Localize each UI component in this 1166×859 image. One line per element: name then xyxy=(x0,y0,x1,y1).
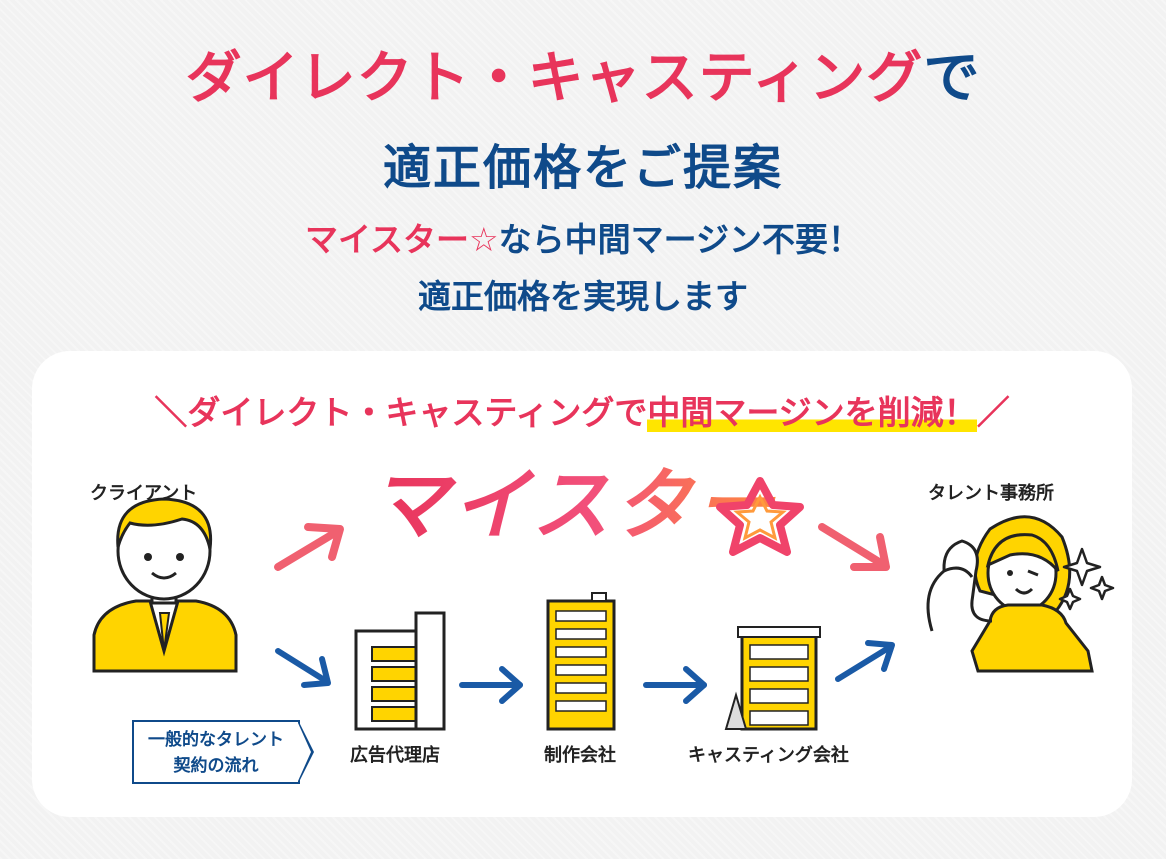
headline-title: ダイレクト・キャスティングで xyxy=(0,44,1166,114)
arrow-client-to-agency-icon xyxy=(275,648,331,688)
typical-flow-tag: 一般的なタレント 契約の流れ xyxy=(132,720,300,784)
ad-agency-building-icon xyxy=(354,611,446,731)
casting-company-building-icon xyxy=(724,626,821,731)
typical-flow-tag-line1: 一般的なタレント xyxy=(148,730,284,750)
production-company-building-icon xyxy=(546,592,616,731)
arrow-meister-to-talent-icon xyxy=(818,523,890,571)
diagram-art xyxy=(92,477,1115,731)
typical-flow-tag-arrow-inner xyxy=(298,723,311,781)
card-title-pre: ＼ダイレクト・キャスティングで xyxy=(154,393,648,432)
headline-title-pink: ダイレクト・キャスティング xyxy=(185,46,924,111)
casting-diagram-card: ＼ダイレクト・キャスティングで中間マージンを削減！／ クライアント タレント事務… xyxy=(32,351,1132,817)
arrow-production-to-casting-icon xyxy=(643,666,707,704)
talent-person-illustration xyxy=(926,515,1094,673)
typical-flow-tag-line2: 契約の流れ xyxy=(173,756,259,776)
arrow-agency-to-production-icon xyxy=(459,666,523,704)
headline-lead: マイスター☆なら中間マージン不要！ xyxy=(0,218,1166,262)
meister-logo: マイスター xyxy=(370,461,778,551)
arrow-casting-to-talent-icon xyxy=(835,640,895,682)
arrow-client-to-meister-icon xyxy=(274,523,344,571)
sparkle-icon xyxy=(1058,547,1115,611)
flow-step-production-company: 制作会社 xyxy=(544,745,616,766)
headline-title-blue: で xyxy=(923,46,981,111)
talent-agency-label: タレント事務所 xyxy=(928,483,1054,504)
card-title-post: ／ xyxy=(976,393,1010,432)
client-person-illustration xyxy=(92,497,238,673)
card-title-highlight: 中間マージンを削減！ xyxy=(647,393,977,432)
headline-lead-text: なら中間マージン不要！ xyxy=(498,220,861,259)
headline-lead-brand: マイスター☆ xyxy=(305,220,499,259)
headline-subtitle: 適正価格をご提案 xyxy=(382,140,783,196)
card-title: ＼ダイレクト・キャスティングで中間マージンを削減！／ xyxy=(32,391,1132,435)
flow-step-ad-agency: 広告代理店 xyxy=(350,745,440,766)
flow-step-casting-company: キャスティング会社 xyxy=(688,745,849,766)
headline-lead-2: 適正価格を実現します xyxy=(418,277,748,316)
logo-star-icon xyxy=(716,477,804,556)
